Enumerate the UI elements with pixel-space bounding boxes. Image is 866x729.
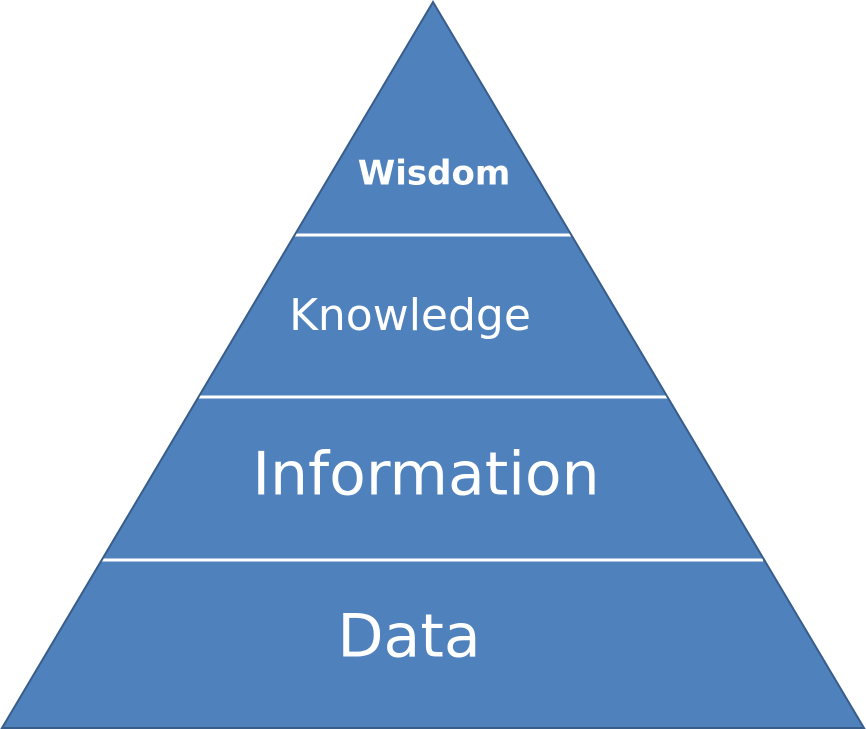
tier-label-data: Data [337,602,480,672]
tier-label-wisdom: Wisdom [358,154,511,194]
tier-information [102,397,763,559]
tier-label-information: Information [252,440,599,510]
tier-label-knowledge: Knowledge [289,290,531,341]
tier-wisdom [294,2,572,235]
tier-knowledge [198,235,668,397]
tier-data [2,559,864,728]
